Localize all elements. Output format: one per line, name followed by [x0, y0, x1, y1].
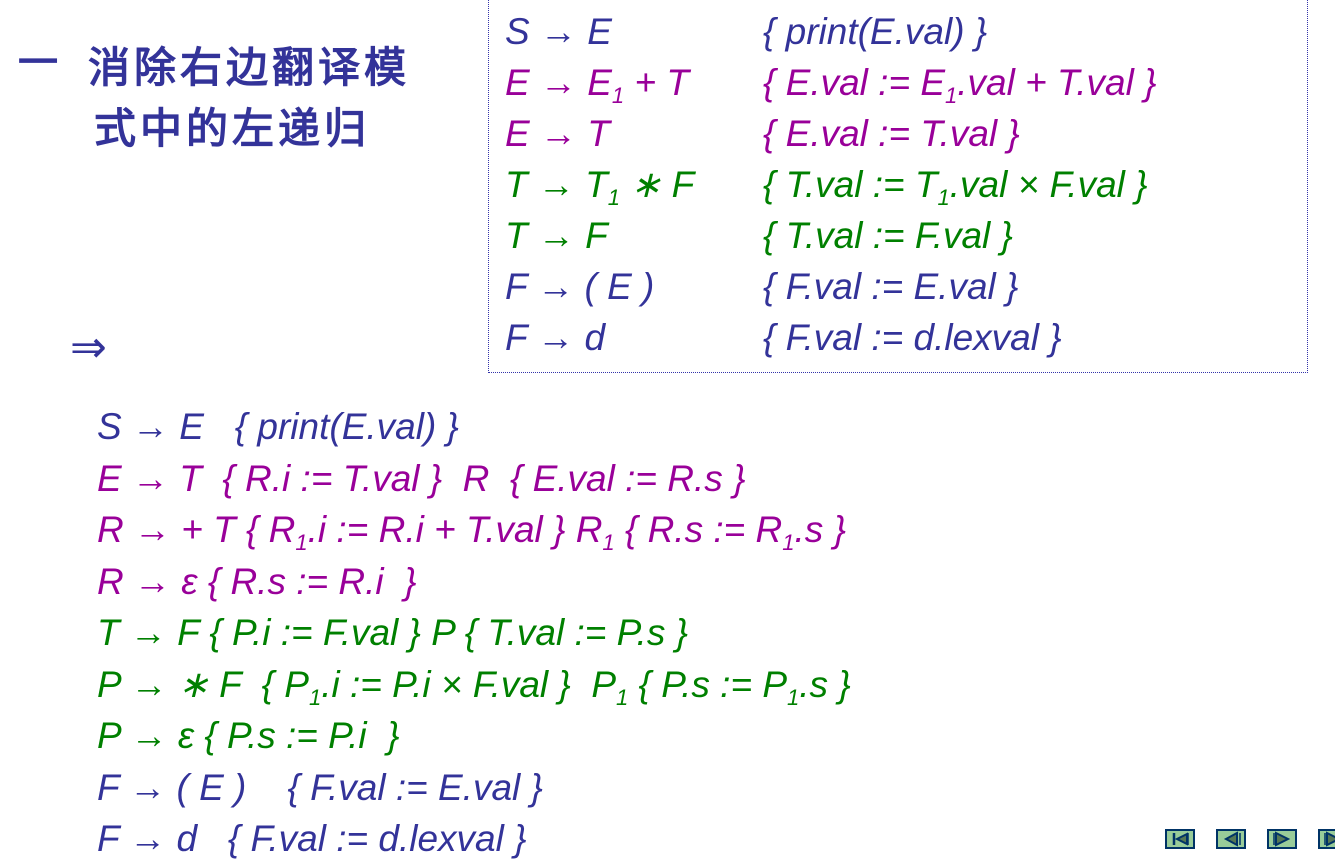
transformed-rule: F → ( E ) { F.val := E.val } — [97, 766, 543, 810]
semantic-action: { E.val := T.val } — [763, 112, 1020, 156]
original-scheme-box — [488, 0, 1308, 373]
text-segment: { T.val := F.val } — [763, 215, 1013, 256]
text-segment: .i := P.i × F.val } P — [321, 663, 617, 705]
subscript: 1 — [295, 530, 308, 555]
text-segment: R → + T { R — [97, 509, 296, 550]
production: T → F — [505, 214, 608, 258]
text-segment: { F.val := d.lexval } — [763, 317, 1062, 358]
text-segment: { F.val := E.val } — [763, 266, 1019, 307]
transformed-rule: P → ∗ F { P1.i := P.i × F.val } P1 { P.s… — [97, 663, 851, 710]
text-segment: E → E — [505, 62, 612, 103]
transformed-rule: R → + T { R1.i := R.i + T.val } R1 { R.s… — [97, 508, 846, 555]
text-segment: P → ∗ F { P — [97, 663, 309, 705]
semantic-action: { T.val := T1.val × F.val } — [763, 163, 1148, 210]
text-segment: { print(E.val) } — [763, 11, 988, 52]
text-segment: .val + T.val } — [957, 62, 1157, 103]
text-segment: + T — [624, 62, 689, 103]
subscript: 1 — [787, 684, 800, 710]
text-segment: T → F { P.i := F.val } P { T.val := P.s … — [97, 612, 688, 653]
text-segment: { E.val := T.val } — [763, 113, 1020, 154]
previous-slide-button[interactable] — [1216, 829, 1246, 849]
subscript: 1 — [607, 185, 621, 210]
text-segment: .val × F.val } — [949, 164, 1148, 205]
next-slide-button[interactable] — [1267, 829, 1297, 849]
subscript: 1 — [945, 83, 958, 108]
semantic-action: { T.val := F.val } — [763, 214, 1013, 258]
transformed-rule: T → F { P.i := F.val } P { T.val := P.s … — [97, 611, 688, 655]
text-segment: .s } — [799, 663, 851, 705]
transformed-rule: R → ε { R.s := R.i } — [97, 560, 417, 604]
bullet-dash: 一 — [18, 41, 58, 85]
subscript: 1 — [616, 684, 629, 710]
text-segment: P → ε { P.s := P.i } — [97, 715, 400, 756]
transformed-rule: E → T { R.i := T.val } R { E.val := R.s … — [97, 457, 745, 501]
production: T → T1 ∗ F — [505, 163, 695, 210]
first-icon — [1172, 832, 1189, 846]
text-segment: E → T — [505, 113, 610, 154]
subscript: 1 — [602, 530, 615, 555]
text-segment: T → F — [505, 215, 608, 256]
text-segment: ∗ F — [620, 164, 695, 205]
implies-arrow: ⇒ — [70, 323, 107, 372]
subscript: 1 — [782, 530, 795, 555]
text-segment: { T.val := T — [763, 164, 938, 205]
semantic-action: { F.val := d.lexval } — [763, 316, 1062, 360]
subscript: 1 — [611, 83, 625, 108]
production: S → E — [505, 10, 612, 54]
text-segment: .s } — [794, 509, 846, 550]
text-segment: .i := R.i + T.val } R — [307, 509, 603, 550]
transformed-rule: S → E { print(E.val) } — [97, 405, 459, 449]
previous-icon — [1223, 831, 1241, 847]
text-segment: { P.s := P — [628, 663, 788, 705]
first-slide-button[interactable] — [1165, 829, 1195, 849]
text-segment: { E.val := E — [763, 62, 946, 103]
slide-title-line-2: 式中的左递归 — [94, 104, 371, 153]
text-segment: F → ( E ) — [505, 266, 655, 307]
subscript: 1 — [308, 684, 322, 710]
semantic-action: { print(E.val) } — [763, 10, 987, 54]
last-icon — [1324, 831, 1335, 847]
text-segment: S → E { print(E.val) } — [97, 406, 459, 447]
text-segment: F → ( E ) { F.val := E.val } — [97, 766, 543, 808]
slide-title-line-1: 消除右边翻译模 — [88, 43, 411, 92]
production: E → E1 + T — [505, 61, 689, 108]
text-segment: E → T { R.i := T.val } R { E.val := R.s … — [97, 457, 746, 499]
last-slide-button[interactable] — [1318, 829, 1335, 849]
next-icon — [1273, 831, 1291, 847]
production: F → d — [505, 316, 605, 360]
text-segment: F → d — [505, 317, 606, 358]
production: F → ( E ) — [505, 265, 654, 309]
text-segment: T → T — [505, 164, 608, 205]
text-segment: R → ε { R.s := R.i } — [97, 560, 417, 602]
production: E → T — [505, 112, 610, 156]
transformed-rule: P → ε { P.s := P.i } — [97, 714, 400, 758]
text-segment: F → d { F.val := d.lexval } — [97, 818, 527, 859]
transformed-rule: F → d { F.val := d.lexval } — [97, 817, 527, 861]
text-segment: S → E — [505, 11, 612, 52]
semantic-action: { E.val := E1.val + T.val } — [763, 61, 1157, 108]
text-segment: { R.s := R — [614, 509, 783, 550]
subscript: 1 — [937, 185, 950, 210]
semantic-action: { F.val := E.val } — [763, 265, 1018, 309]
